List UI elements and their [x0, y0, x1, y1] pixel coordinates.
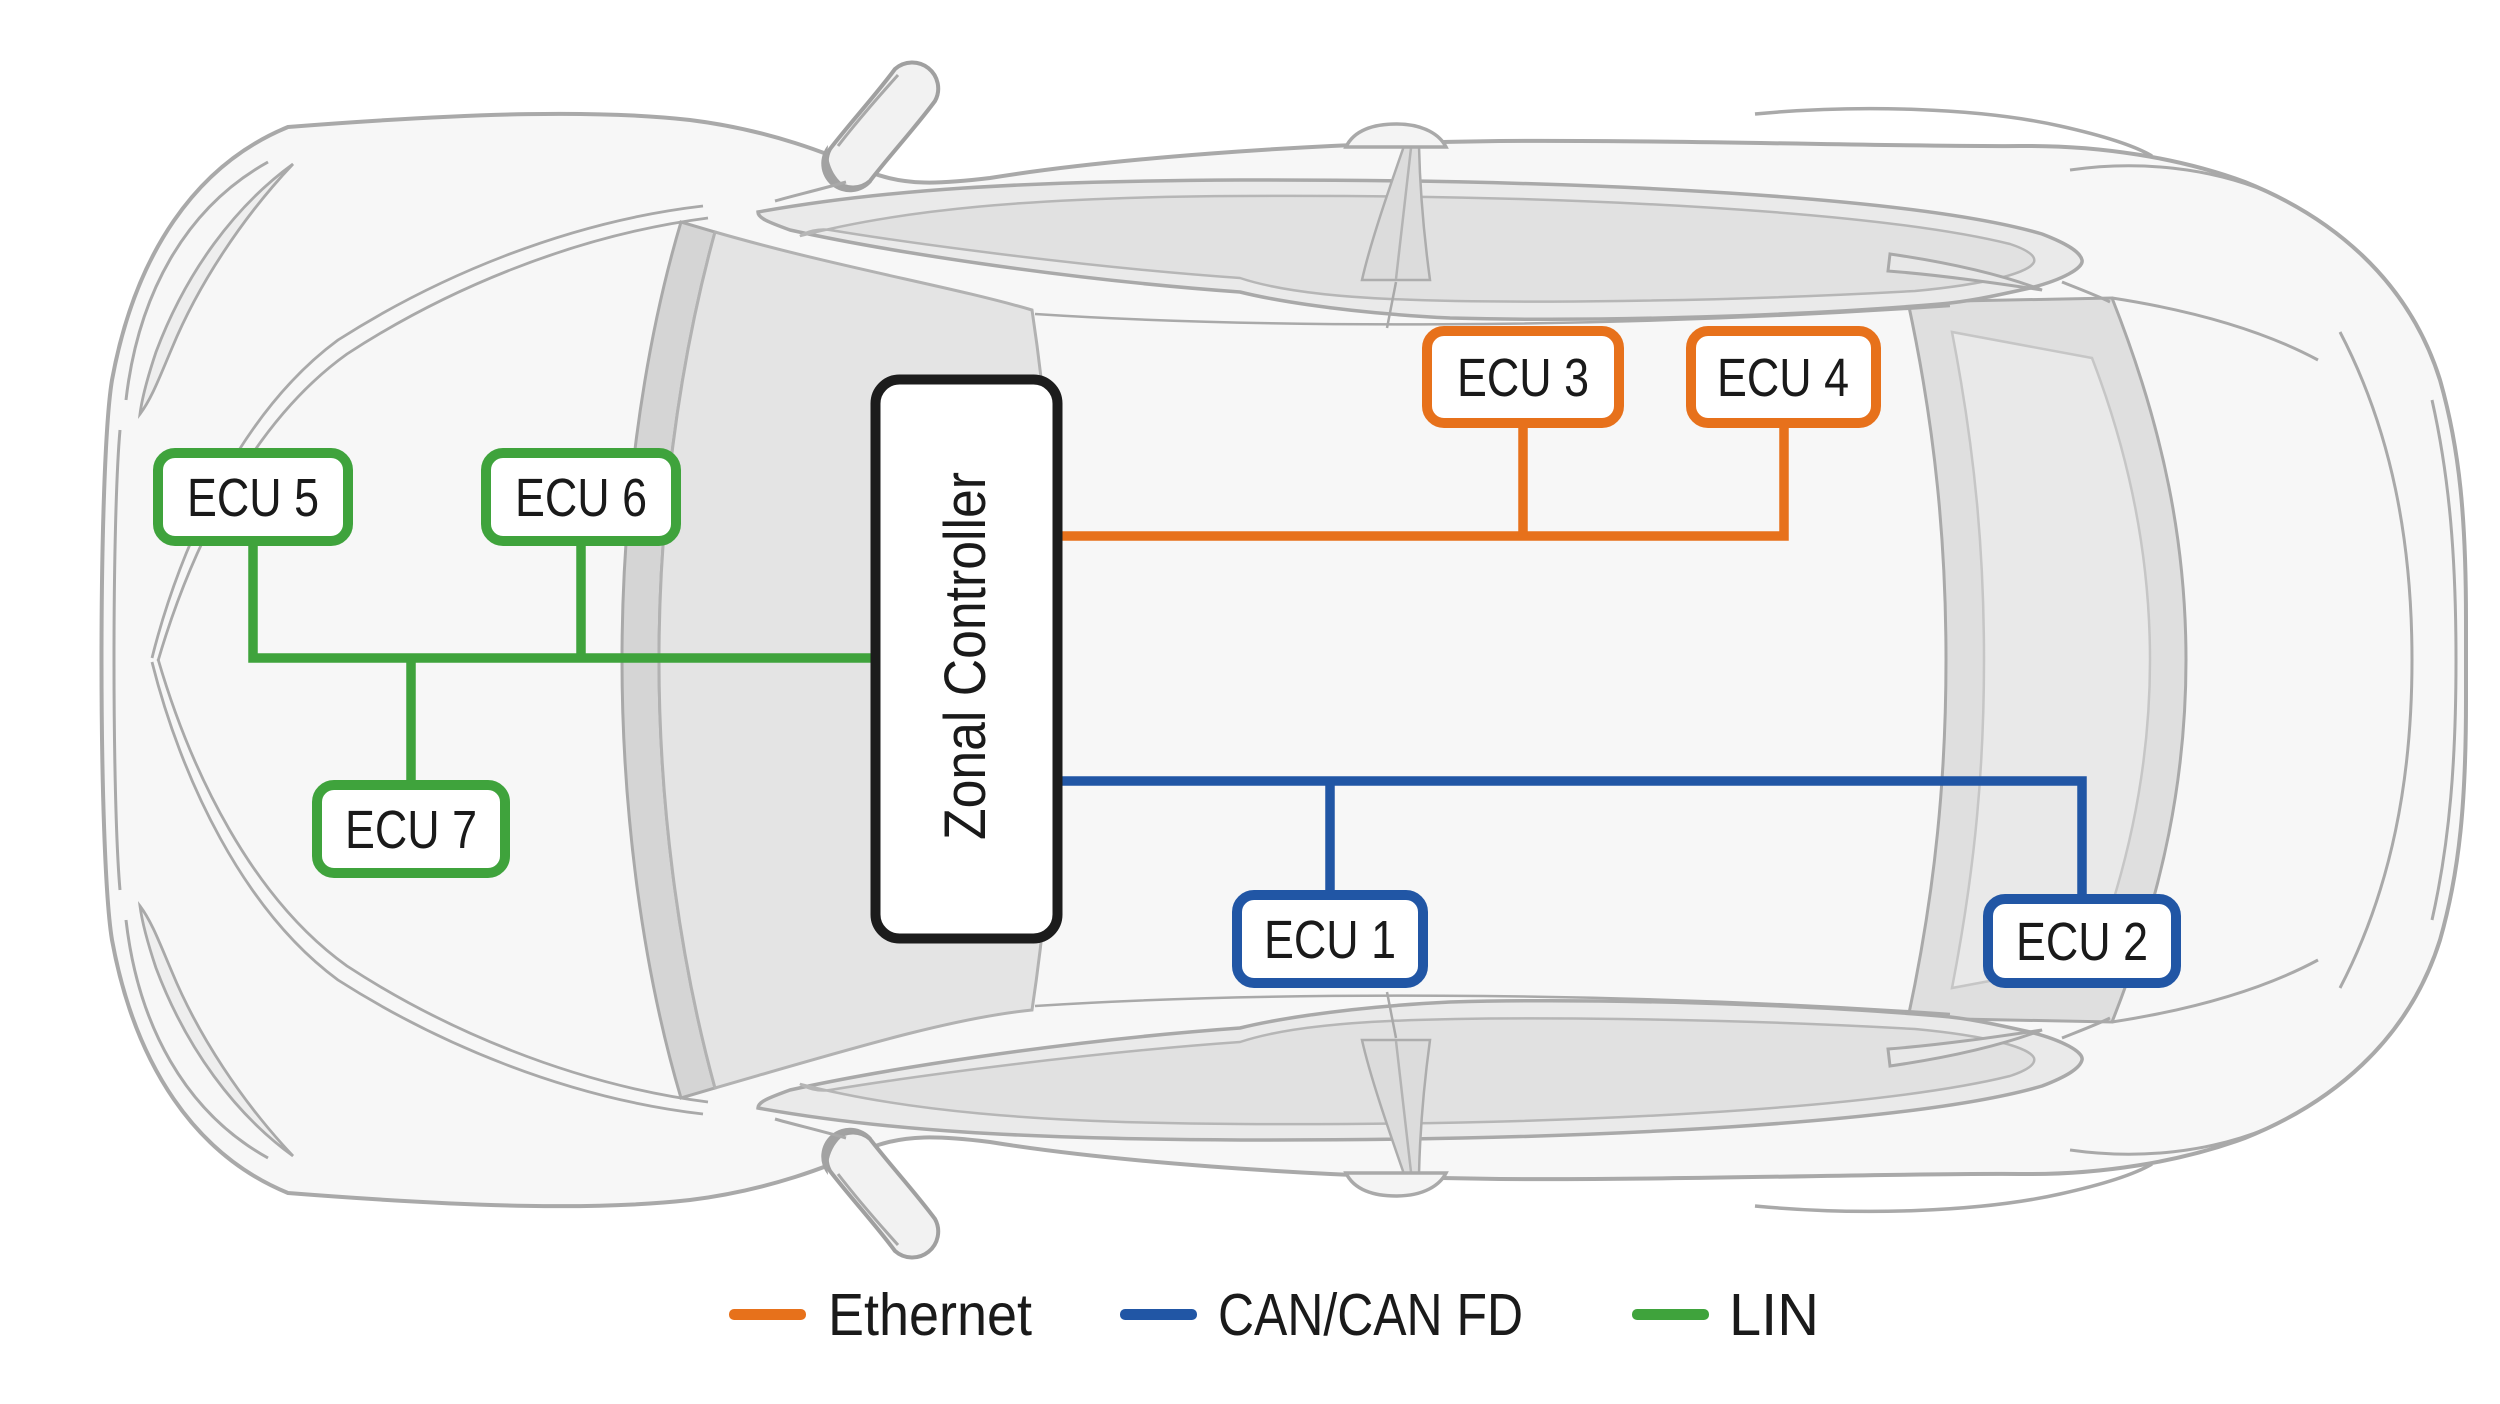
svg-text:LIN: LIN [1729, 1282, 1819, 1348]
svg-text:Zonal Controller: Zonal Controller [933, 472, 998, 840]
svg-text:ECU 1: ECU 1 [1264, 910, 1396, 970]
svg-text:ECU 5: ECU 5 [187, 468, 319, 528]
svg-text:ECU 4: ECU 4 [1717, 348, 1849, 408]
svg-text:ECU 7: ECU 7 [345, 800, 477, 860]
svg-text:Ethernet: Ethernet [828, 1282, 1032, 1348]
svg-text:ECU 2: ECU 2 [2016, 912, 2148, 972]
svg-text:ECU 6: ECU 6 [515, 468, 647, 528]
svg-text:CAN/CAN FD: CAN/CAN FD [1218, 1282, 1523, 1348]
svg-text:ECU 3: ECU 3 [1457, 348, 1589, 408]
